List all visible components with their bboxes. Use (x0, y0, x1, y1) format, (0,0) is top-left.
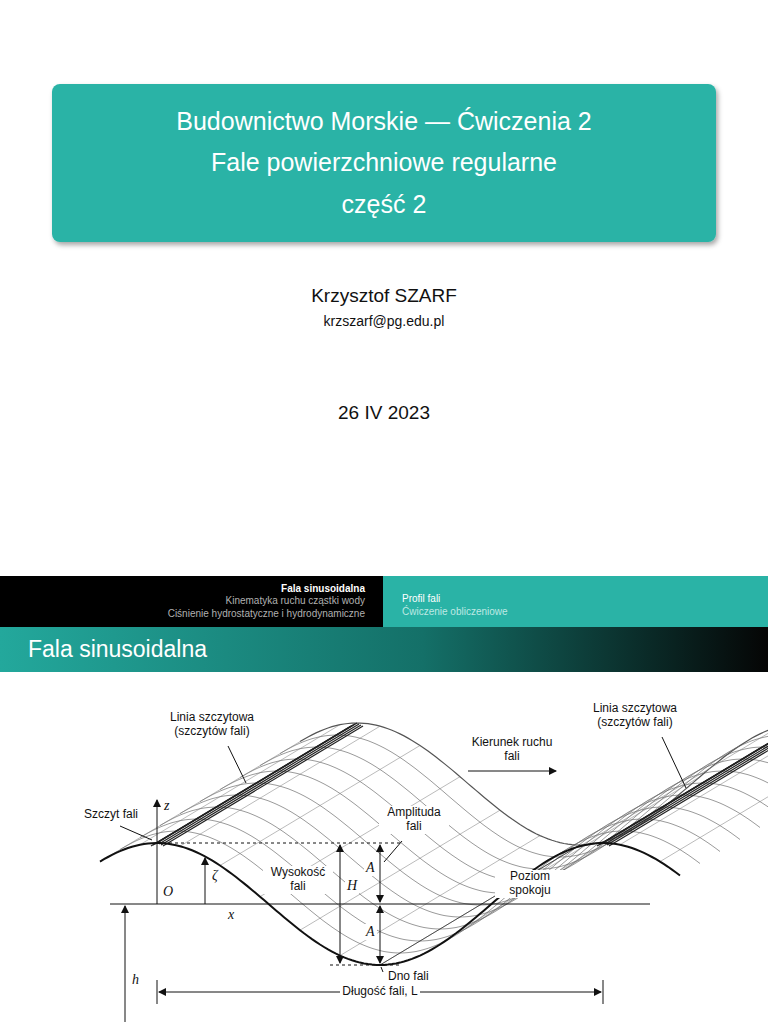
zeta-symbol: ζ (210, 868, 220, 884)
trough-level (330, 965, 400, 966)
node-text: część 2 (342, 189, 427, 220)
nav-left-bg (0, 576, 383, 627)
leader-line (384, 841, 402, 862)
origin-symbol: O (161, 884, 175, 900)
wave-line (140, 725, 340, 845)
zeta-arrow (205, 858, 206, 904)
wavelength-label: Długość fali, L (340, 985, 419, 999)
wave-line (380, 845, 580, 965)
depth-symbol: h (130, 972, 141, 988)
still-water-level (110, 904, 650, 905)
leader-line (381, 967, 383, 972)
amplitude-arrow (380, 845, 381, 902)
node-heading: Fala sinusoidalna (28, 635, 207, 664)
amplitude-symbol: A (364, 860, 377, 876)
wave-line (120, 831, 700, 953)
wave-line (161, 725, 361, 845)
length-tick (157, 980, 158, 1004)
axis-symbol: x (226, 907, 236, 923)
length-tick (603, 980, 604, 1004)
height-label: Wysokość fali (263, 866, 333, 894)
wave-line (380, 845, 580, 965)
wave-line (180, 795, 760, 917)
crest-line-label: Linia szczytowa (szczytów fali) (581, 702, 689, 730)
height-arrow (340, 845, 341, 963)
wave-line (140, 819, 720, 941)
trough-label: Dno fali (386, 970, 431, 984)
title-box: Budownictwo Morskie — Ćwiczenia 2 Fale po… (52, 84, 716, 242)
node-text: Kinematyka ruchu cząstki wody (225, 595, 365, 608)
wave-line (160, 807, 740, 929)
wave-line (100, 742, 300, 862)
crest-line-label: Linia szczytowa (szczytów fali) (158, 711, 266, 739)
wave-line (157, 723, 357, 843)
node-text: Fale powierzchniowe regularne (211, 147, 557, 178)
wave-line (300, 723, 768, 845)
wave-line (180, 726, 380, 846)
node-text: Ćwiczenie obliczeniowe (402, 606, 508, 619)
direction-arrow (468, 771, 556, 772)
amplitude-label: Amplituda fali (379, 806, 449, 834)
node-heading: Profil fali (402, 593, 440, 606)
node-heading: Fala sinusoidalna (281, 583, 365, 596)
wave-surface (100, 723, 768, 965)
wave-line (599, 725, 768, 845)
author-email: krzszarf@pg.edu.pl (322, 313, 447, 329)
nav-band: Profil faliĆwiczenie obliczeniowe (383, 576, 768, 627)
wave-line (159, 724, 359, 844)
crest-level (157, 843, 400, 844)
still-water-label: Poziom spokoju (495, 870, 565, 898)
node-text: Ciśnienie hydrostatyczne i hydrodynamicz… (168, 608, 365, 621)
wave-line (609, 726, 768, 846)
height-symbol: H (345, 878, 359, 894)
amplitude-arrow (380, 906, 381, 963)
wave-line (603, 723, 768, 843)
wave-line (540, 746, 740, 866)
leader-line (228, 746, 246, 783)
z-axis (157, 800, 158, 904)
wave-line (601, 724, 768, 844)
nav-band: Fala sinusoidalnaKinematyka ruchu cząstk… (0, 576, 383, 627)
wave-line (460, 810, 660, 930)
wave-line (597, 726, 768, 846)
nav-right-bg (383, 576, 768, 627)
author-name: Krzysztof SZARF (309, 285, 459, 307)
wave-line (605, 724, 768, 844)
depth-line (125, 906, 126, 1022)
leader-line (120, 826, 152, 840)
wave-line (163, 726, 363, 846)
wave-line (580, 726, 768, 846)
leader-line (662, 737, 686, 788)
frame-title-bg (0, 627, 768, 672)
wave-line (280, 735, 768, 857)
wave-line (607, 725, 768, 845)
node-heading: Budownictwo Morskie — Ćwiczenia 2 (176, 106, 591, 137)
direction-label: Kierunek ruchu fali (462, 736, 562, 764)
wave-line (260, 777, 460, 897)
amplitude-symbol: A (364, 924, 377, 940)
dimension-lines (110, 737, 686, 1022)
wave-line (100, 843, 680, 965)
frame-title-bar: Fala sinusoidalna (0, 627, 768, 672)
crest-label: Szczyt fali (82, 808, 140, 822)
title-box-bg (52, 84, 716, 242)
axis-symbol: z (162, 798, 171, 814)
date: 26 IV 2023 (336, 402, 432, 424)
